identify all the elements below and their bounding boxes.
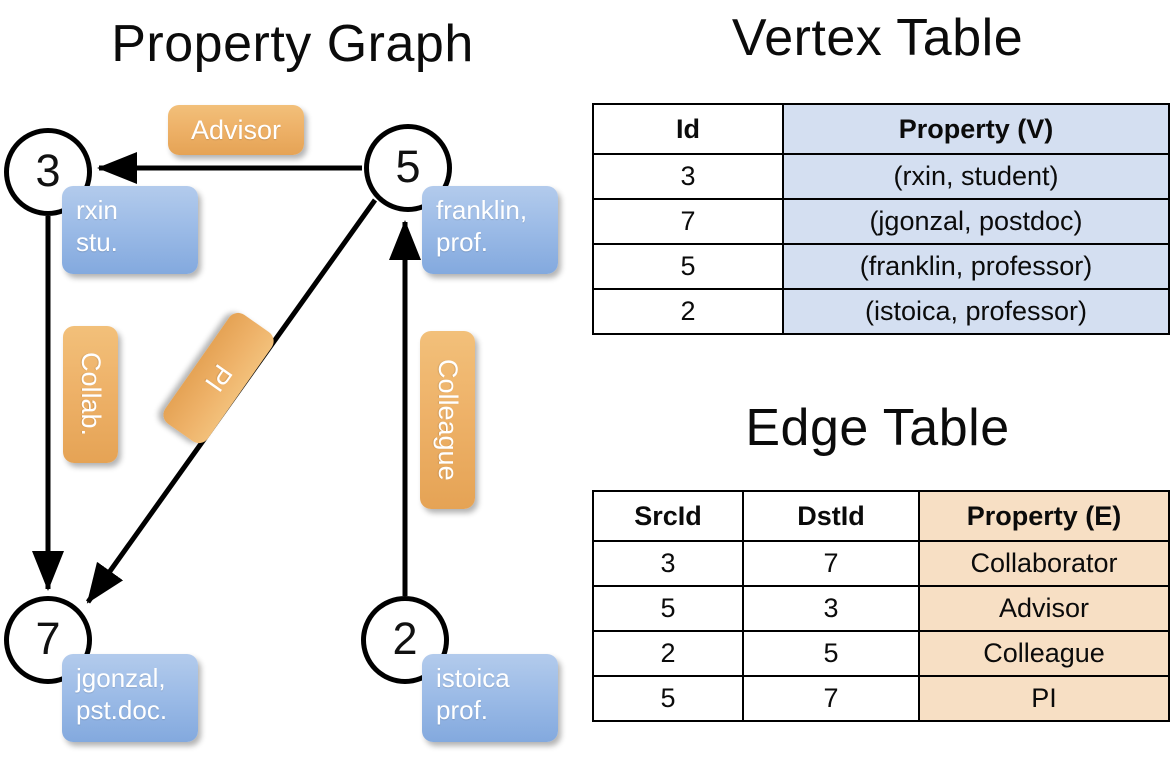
vertex-row-1-id: 7 xyxy=(592,198,784,245)
graph-node-2-property-box: istoica prof. xyxy=(422,654,558,742)
graph-node-7-property-line1: jgonzal, xyxy=(76,663,166,693)
page-title-property-graph: Property Graph xyxy=(111,15,474,73)
graph-node-5-property-line1: franklin, xyxy=(436,195,528,225)
graph-node-5-property-box: franklin, prof. xyxy=(422,186,558,274)
graph-node-7-label: 7 xyxy=(35,612,61,664)
edge-table: SrcId DstId Property (E) 3 7 Collaborato… xyxy=(592,490,1170,722)
page-title-edge-table: Edge Table xyxy=(745,399,1010,457)
table-row: 2 (istoica, professor) xyxy=(592,288,1170,335)
graph-node-7-property-box: jgonzal, pst.doc. xyxy=(62,654,198,742)
table-row: 5 3 Advisor xyxy=(592,585,1170,632)
graph-node-5-label: 5 xyxy=(395,140,421,192)
graph-node-2-property-line1: istoica xyxy=(436,663,510,693)
edge-table-header-srcid: SrcId xyxy=(592,490,744,542)
graph-node-2-label: 2 xyxy=(392,612,418,664)
graph-node-2[interactable]: 2 xyxy=(361,596,449,684)
graph-node-3-property-box: rxin stu. xyxy=(62,186,198,274)
graph-node-5-property-line2: prof. xyxy=(436,226,489,257)
edge-row-3-property: PI xyxy=(918,675,1170,722)
vertex-row-0-property: (rxin, student) xyxy=(782,153,1170,200)
page-title-vertex-table: Vertex Table xyxy=(731,9,1024,67)
edge-label-advisor: Advisor xyxy=(168,105,304,155)
table-row: 3 (rxin, student) xyxy=(592,153,1170,200)
vertex-table-header-property: Property (V) xyxy=(782,103,1170,155)
edge-row-2-src: 2 xyxy=(592,630,744,677)
edge-row-0-property: Collaborator xyxy=(918,540,1170,587)
edge-label-colleague: Colleague xyxy=(420,331,475,509)
graph-node-7-property-line2: pst.doc. xyxy=(76,694,168,725)
graph-node-3-property-line1: rxin xyxy=(76,195,118,225)
edge-row-2-dst: 5 xyxy=(742,630,920,677)
table-row: 5 (franklin, professor) xyxy=(592,243,1170,290)
edge-row-0-dst: 7 xyxy=(742,540,920,587)
vertex-row-3-property: (istoica, professor) xyxy=(782,288,1170,335)
edge-table-header-dstid: DstId xyxy=(742,490,920,542)
vertex-table-header-row: Id Property (V) xyxy=(592,103,1170,155)
edge-label-collab: Collab. xyxy=(63,326,118,463)
graph-node-5[interactable]: 5 xyxy=(364,124,452,212)
table-row: 3 7 Collaborator xyxy=(592,540,1170,587)
edge-table-header-row: SrcId DstId Property (E) xyxy=(592,490,1170,542)
vertex-row-3-id: 2 xyxy=(592,288,784,335)
vertex-table-header-id: Id xyxy=(592,103,784,155)
vertex-row-2-id: 5 xyxy=(592,243,784,290)
graph-node-3-property-line2: stu. xyxy=(76,226,118,257)
table-row: 5 7 PI xyxy=(592,675,1170,722)
graph-node-2-property-line2: prof. xyxy=(436,694,489,725)
vertex-row-1-property: (jgonzal, postdoc) xyxy=(782,198,1170,245)
edge-row-3-dst: 7 xyxy=(742,675,920,722)
edge-row-2-property: Colleague xyxy=(918,630,1170,677)
edge-table-header-property: Property (E) xyxy=(918,490,1170,542)
table-row: 2 5 Colleague xyxy=(592,630,1170,677)
graph-node-3-label: 3 xyxy=(35,144,61,196)
edge-row-1-property: Advisor xyxy=(918,585,1170,632)
edge-row-1-src: 5 xyxy=(592,585,744,632)
vertex-row-0-id: 3 xyxy=(592,153,784,200)
table-row: 7 (jgonzal, postdoc) xyxy=(592,198,1170,245)
edge-row-0-src: 3 xyxy=(592,540,744,587)
edge-row-3-src: 5 xyxy=(592,675,744,722)
vertex-table: Id Property (V) 3 (rxin, student) 7 (jgo… xyxy=(592,103,1170,335)
edge-row-1-dst: 3 xyxy=(742,585,920,632)
vertex-row-2-property: (franklin, professor) xyxy=(782,243,1170,290)
